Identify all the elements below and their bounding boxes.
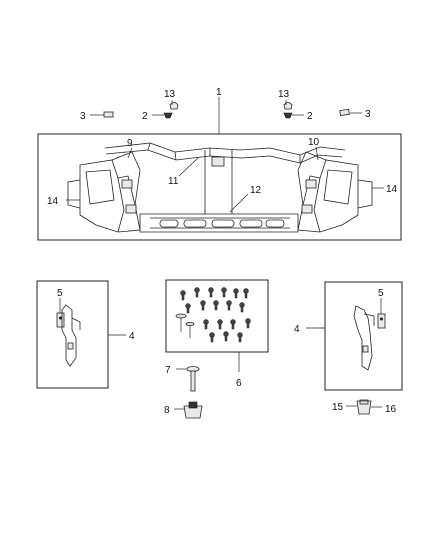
callout-6: 6	[236, 378, 242, 389]
cage-nut-8	[183, 401, 203, 419]
callout-4-right: 4	[294, 324, 300, 335]
callout-11: 11	[168, 176, 179, 187]
left-bracket-box	[36, 280, 109, 389]
radiator-support-drawing	[67, 142, 373, 233]
callout-12: 12	[250, 185, 262, 196]
callout-13-right: 13	[278, 89, 290, 100]
clip-13-right	[283, 102, 293, 110]
retainer-3-right	[339, 108, 350, 116]
callout-16: 16	[385, 404, 397, 415]
left-bracket-drawing	[56, 304, 81, 367]
radiator-support-frame	[37, 133, 402, 241]
bolt-7	[186, 366, 200, 392]
callout-8: 8	[164, 405, 170, 416]
callout-5-right: 5	[378, 288, 384, 299]
callout-15: 15	[332, 402, 344, 413]
callout-5-left: 5	[57, 288, 63, 299]
callout-3-right: 3	[365, 109, 371, 120]
bumper-stop-15-16	[356, 399, 372, 415]
retainer-3-left	[103, 111, 114, 118]
callout-7: 7	[165, 365, 171, 376]
hardware-kit-box	[165, 279, 269, 353]
callout-1: 1	[216, 87, 222, 98]
clip-13-left	[169, 102, 179, 110]
callout-3-left: 3	[80, 111, 86, 122]
callout-10: 10	[308, 137, 320, 148]
right-bracket-drawing	[353, 305, 386, 371]
hardware-kit-drawing	[175, 287, 251, 343]
callout-13-left: 13	[164, 89, 176, 100]
callout-14-left: 14	[47, 196, 59, 207]
callout-14-right: 14	[386, 184, 398, 195]
callout-2-right: 2	[307, 111, 313, 122]
callout-4-left: 4	[129, 331, 135, 342]
callout-2-left: 2	[142, 111, 148, 122]
push-pin-2-left	[163, 112, 173, 119]
push-pin-2-right	[283, 112, 293, 119]
right-bracket-box	[324, 281, 403, 391]
callout-9: 9	[127, 138, 133, 149]
